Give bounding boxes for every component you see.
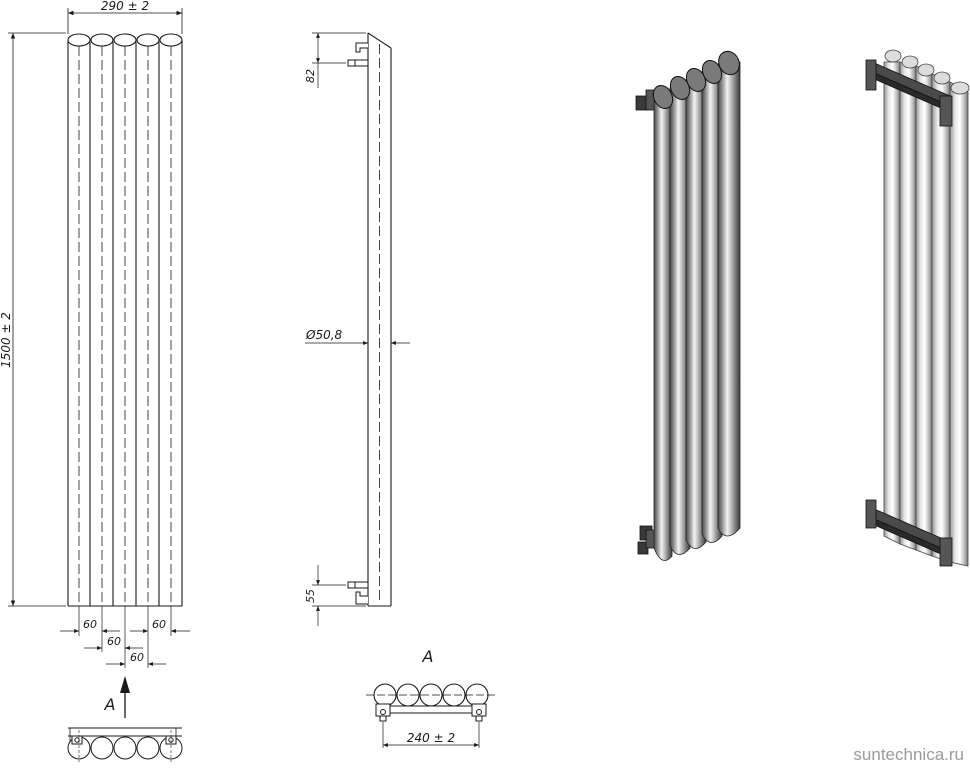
pitch-dimensions xyxy=(60,606,190,668)
view-arrow-label: A xyxy=(104,695,116,714)
width-label: 290 ± 2 xyxy=(101,0,149,13)
radiator-render-back xyxy=(865,49,970,567)
side-dimensions xyxy=(305,32,410,626)
watermark: suntechnica.ru xyxy=(853,745,964,764)
view-a-title: A xyxy=(422,647,434,666)
view-a-dimension xyxy=(382,722,480,748)
render-back-rails xyxy=(865,59,953,567)
top-wall-bracket xyxy=(347,42,369,67)
width-dimension xyxy=(67,8,183,34)
render-front-tubes xyxy=(653,61,741,561)
height-dimension xyxy=(8,32,66,607)
front-view xyxy=(8,8,190,762)
front-tube-tops xyxy=(67,33,183,47)
render-back-tubes xyxy=(883,61,969,567)
front-tubes xyxy=(67,40,183,607)
view-a-bracket xyxy=(375,703,487,722)
top-offset-label: 82 xyxy=(304,69,317,83)
height-label: 1500 ± 2 xyxy=(0,312,13,368)
view-a xyxy=(366,683,496,748)
front-centerlines xyxy=(78,46,172,604)
front-bottom-section xyxy=(67,727,183,762)
front-labels: 290 ± 2 1500 ± 2 60 60 60 60 A xyxy=(0,0,166,714)
render-front-caps xyxy=(652,50,740,110)
bottom-offset-label: 55 xyxy=(304,589,317,603)
view-a-labels: A 240 ± 2 xyxy=(407,647,455,745)
pitch-label-4: 60 xyxy=(152,618,166,631)
render-back-caps xyxy=(884,49,970,95)
side-labels: 82 Ø50,8 55 xyxy=(304,69,343,603)
bottom-wall-bracket xyxy=(347,581,369,605)
radiator-render-front xyxy=(635,50,741,561)
bracket-width-label: 240 ± 2 xyxy=(407,731,455,745)
view-arrow-a xyxy=(120,676,130,718)
pitch-label-3: 60 xyxy=(130,651,144,664)
diameter-label: Ø50,8 xyxy=(305,328,343,342)
side-view xyxy=(305,32,410,626)
pitch-label-2: 60 xyxy=(107,635,121,648)
pitch-label-1: 60 xyxy=(83,618,97,631)
